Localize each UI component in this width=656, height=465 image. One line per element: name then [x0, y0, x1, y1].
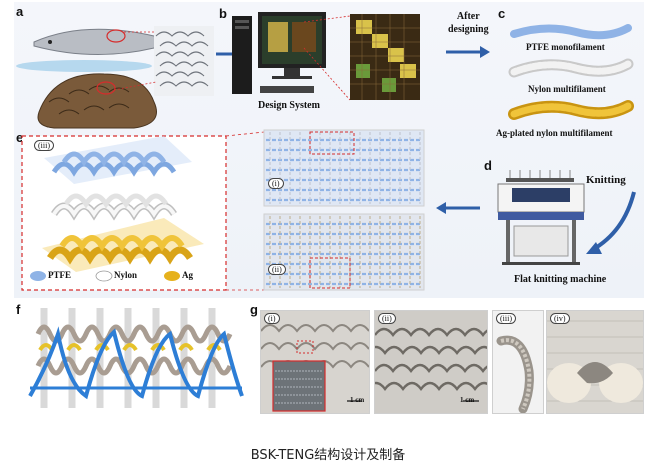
nylon-multifilament-label: Nylon multifilament — [528, 84, 606, 94]
legend-label-ptfe: PTFE — [48, 270, 72, 280]
photo-g-iii — [492, 310, 544, 414]
photo-g-i — [260, 310, 370, 414]
design-system-label: Design System — [258, 100, 320, 111]
fish-eye — [48, 40, 52, 44]
pangolin-scale-highlight — [96, 81, 116, 95]
panel-label-f: f — [16, 302, 21, 317]
legend-swatch-ag — [164, 271, 180, 281]
figure-caption: BSK-TENG结构设计及制备 — [250, 448, 406, 463]
ag-nylon-multifilament-icon — [508, 100, 634, 120]
panel-a-illustration — [16, 26, 214, 129]
panel-label-c: c — [498, 6, 506, 21]
pangolin-scales — [48, 85, 130, 115]
panel-label-b: b — [219, 6, 227, 21]
photo-g-ii — [374, 310, 488, 414]
legend-label-ag: Ag — [182, 270, 193, 280]
legend-swatch-nylon — [95, 270, 113, 282]
arrow-b-to-c — [446, 46, 490, 58]
sublabel-g-iv: (iv) — [550, 313, 570, 324]
panel-f-illustration — [24, 304, 246, 412]
sublabel-e-ii: (ii) — [268, 264, 286, 275]
fish-icon — [33, 28, 173, 55]
photo-g-i-scales — [261, 324, 369, 412]
scale-bar-g-ii: 1 cm — [460, 396, 475, 404]
ptfe-layer — [44, 136, 192, 184]
sublabel-g-iii: (iii) — [496, 313, 516, 324]
knit-pattern-grid — [350, 14, 420, 100]
sublabel-g-ii: (ii) — [378, 313, 396, 324]
knitting-label: Knitting — [586, 174, 626, 186]
filament-illustrations — [508, 24, 634, 120]
scale-pattern-zoom — [154, 26, 214, 96]
figure: a b — [14, 2, 644, 420]
scale-bar-g-i: 1 cm — [350, 396, 365, 404]
photo-g-iii-bent-fabric — [496, 335, 534, 413]
ag-loops — [38, 343, 222, 352]
panel-label-g: g — [250, 302, 258, 317]
sublabel-e-iii: (iii) — [34, 140, 54, 151]
fabric-image-i — [263, 129, 425, 207]
design-system-illustration — [232, 12, 420, 101]
nylon-multifilament-icon — [508, 58, 634, 78]
knitting-machine-icon — [497, 170, 585, 265]
panel-label-d: d — [484, 158, 492, 173]
sublabel-e-i: (i) — [268, 178, 284, 189]
water-splash — [16, 60, 152, 72]
computer-tower-icon — [232, 16, 252, 94]
arrow-d-to-e — [436, 202, 480, 214]
ptfe-monofilament-label: PTFE monofilament — [526, 42, 605, 52]
ag-layer — [42, 218, 204, 272]
photo-g-iv-hands — [547, 320, 643, 403]
knitting-arrow — [591, 191, 636, 252]
fabric-image-ii — [263, 213, 425, 291]
panel-label-a: a — [16, 4, 24, 19]
photo-g-iv — [546, 310, 644, 414]
zoom-line-2 — [113, 81, 157, 91]
pangolin-icon — [37, 73, 157, 129]
flat-knitting-machine-label: Flat knitting machine — [514, 274, 607, 285]
ag-nylon-multifilament-label: Ag-plated nylon multifilament — [496, 128, 613, 138]
legend-label-nylon: Nylon — [114, 270, 138, 280]
legend-swatch-ptfe — [30, 271, 46, 281]
panel-e-illustration — [21, 129, 425, 291]
fish-scale-highlight — [106, 29, 126, 43]
photo-g-ii-scales — [375, 327, 487, 402]
nylon-loops — [35, 324, 233, 376]
panel-label-e: e — [16, 130, 24, 145]
sublabel-g-i: (i) — [264, 313, 280, 324]
nylon-layer — [51, 193, 177, 221]
twisted-fabric — [577, 362, 613, 384]
keyboard-icon — [260, 86, 314, 93]
after-designing-label: After designing — [448, 11, 489, 35]
ptfe-path — [28, 326, 244, 400]
ptfe-monofilament-icon — [510, 24, 632, 40]
flat-knitting-machine-illustration — [497, 170, 636, 265]
